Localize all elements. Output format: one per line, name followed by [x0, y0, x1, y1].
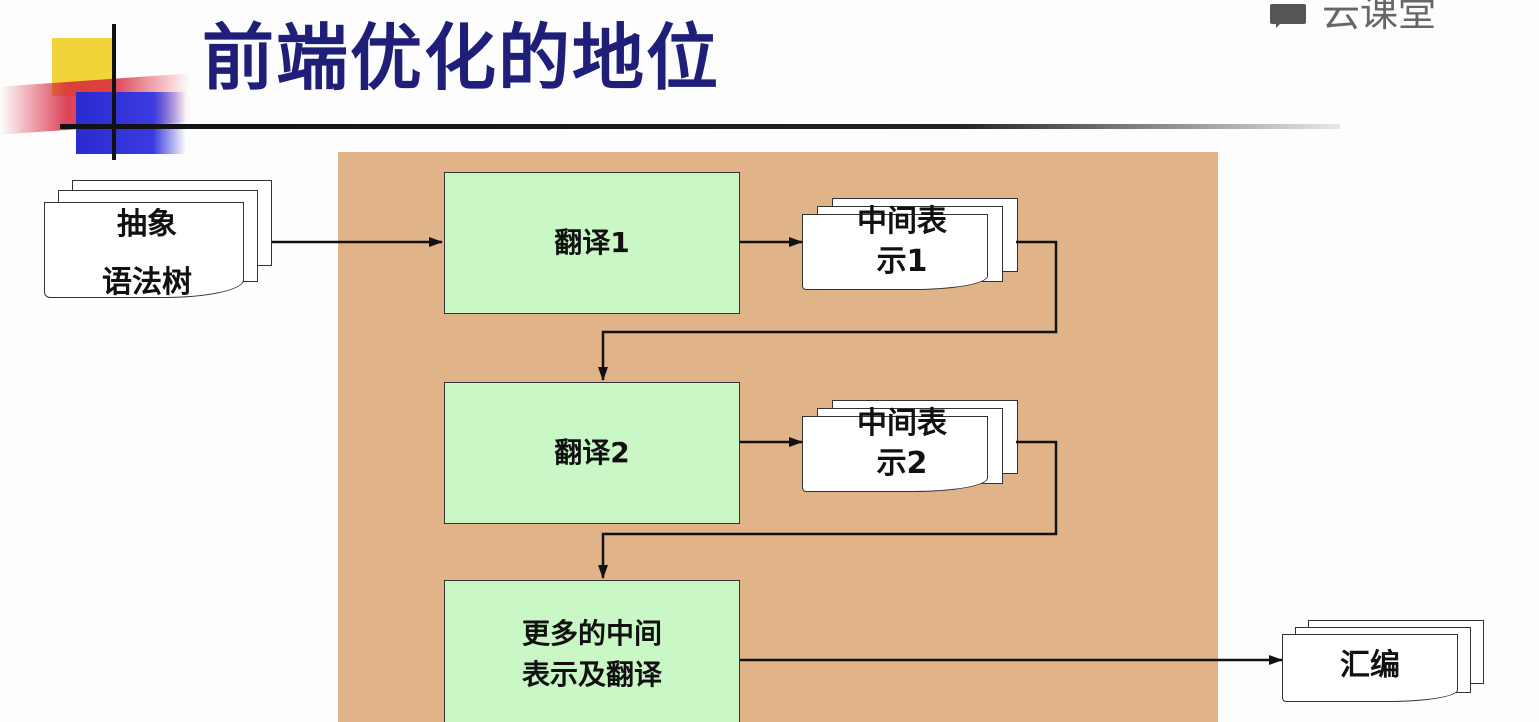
intermediate-document-1-label: 中间表 示1	[857, 204, 947, 279]
brand-watermark: 云课堂	[1270, 0, 1436, 34]
intermediate-document-2: 中间表 示2	[802, 400, 1022, 496]
title-underline	[60, 124, 1340, 129]
intermediate-document-2-label: 中间表 示2	[857, 406, 947, 481]
brand-text: 云课堂	[1322, 0, 1437, 35]
output-document-stack: 汇编	[1282, 620, 1488, 704]
output-document-label: 汇编	[1340, 648, 1400, 683]
input-document-label: 抽象 语法树	[102, 207, 192, 300]
chat-bubble-icon	[1270, 4, 1308, 30]
deco-vertical-line	[112, 24, 116, 160]
input-document-stack: 抽象 语法树	[44, 180, 276, 300]
deco-blue-square	[76, 92, 186, 154]
process-step-3: 更多的中间 表示及翻译	[444, 580, 740, 722]
process-step-1-label: 翻译1	[554, 225, 630, 259]
page-title: 前端优化的地位	[202, 16, 721, 100]
intermediate-document-1: 中间表 示1	[802, 198, 1022, 294]
process-step-2: 翻译2	[444, 382, 740, 524]
process-step-2-label: 翻译2	[554, 435, 630, 469]
process-step-3-label: 更多的中间 表示及翻译	[521, 617, 662, 691]
process-step-1: 翻译1	[444, 172, 740, 314]
